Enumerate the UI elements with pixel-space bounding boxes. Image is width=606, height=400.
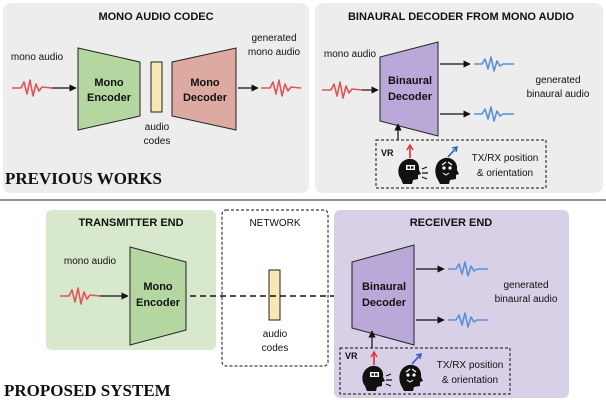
encoder-label-2: Encoder xyxy=(87,92,132,104)
rx-decoder-label-1: Binaural xyxy=(362,281,406,293)
codes-label-1: audio xyxy=(145,122,170,133)
codes-label-2: codes xyxy=(144,136,171,147)
mono-codec-panel: MONO AUDIO CODEC mono audio Mono Encoder… xyxy=(3,3,309,193)
vr-label: VR xyxy=(381,148,394,158)
rx-output-1: generated xyxy=(503,280,548,291)
binaural-decoder-label-1: Binaural xyxy=(388,75,432,87)
proposed-system-title: PROPOSED SYSTEM xyxy=(4,381,171,400)
network-panel: NETWORK audio codes xyxy=(221,209,329,367)
codec-title: MONO AUDIO CODEC xyxy=(98,11,213,23)
rx-pose-input-box xyxy=(339,347,511,395)
binaural-decoder-label-2: Decoder xyxy=(388,91,433,103)
binaural-title: BINAURAL DECODER FROM MONO AUDIO xyxy=(348,11,575,23)
binaural-input-label: mono audio xyxy=(324,49,377,60)
rx-output-2: binaural audio xyxy=(495,294,558,305)
codec-input-label: mono audio xyxy=(11,52,64,63)
network-codes-1: audio xyxy=(263,329,288,340)
pose-input-box xyxy=(375,139,547,189)
rx-vr-label: VR xyxy=(345,351,358,361)
rx-decoder-label-2: Decoder xyxy=(362,297,407,309)
receiver-title: RECEIVER END xyxy=(410,217,493,229)
tx-mono-encoder-block: Mono Encoder xyxy=(129,246,187,346)
binaural-decoder-panel: BINAURAL DECODER FROM MONO AUDIO mono au… xyxy=(315,3,603,193)
mono-encoder-block: Mono Encoder xyxy=(77,47,141,131)
binaural-output-2: binaural audio xyxy=(527,89,590,100)
encoder-label-1: Mono xyxy=(94,77,124,89)
binaural-output-1: generated xyxy=(535,75,580,86)
tx-encoder-label-1: Mono xyxy=(143,281,173,293)
rx-pose-label-1: TX/RX position xyxy=(437,360,504,371)
codec-output-1: generated xyxy=(251,33,296,44)
mono-decoder-block: Mono Decoder xyxy=(171,47,237,131)
tx-encoder-label-2: Encoder xyxy=(136,297,181,309)
network-codes-2: codes xyxy=(262,343,289,354)
transmitter-input-label: mono audio xyxy=(64,256,117,267)
audio-codes-block xyxy=(150,61,163,113)
transmitter-panel: TRANSMITTER END mono audio Mono Encoder xyxy=(46,210,216,350)
receiver-panel: RECEIVER END Binaural Decoder generated … xyxy=(334,210,569,398)
rx-binaural-decoder-block: Binaural Decoder xyxy=(351,244,415,346)
rx-pose-label-2: & orientation xyxy=(442,375,498,386)
pose-label-2: & orientation xyxy=(477,168,533,179)
pose-label-1: TX/RX position xyxy=(472,153,539,164)
codec-output-2: mono audio xyxy=(248,47,301,58)
network-title: NETWORK xyxy=(249,218,300,229)
binaural-decoder-block: Binaural Decoder xyxy=(379,41,439,137)
previous-works-title: PREVIOUS WORKS xyxy=(5,169,162,188)
transmitter-title: TRANSMITTER END xyxy=(78,217,183,229)
network-audio-codes-block xyxy=(268,269,281,321)
decoder-label-1: Mono xyxy=(190,77,220,89)
decoder-label-2: Decoder xyxy=(183,92,228,104)
